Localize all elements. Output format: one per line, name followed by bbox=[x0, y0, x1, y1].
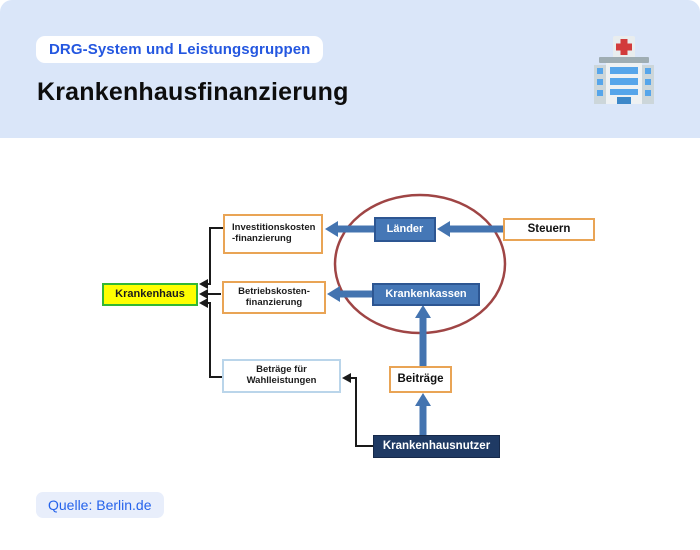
page-title: Krankenhausfinanzierung bbox=[37, 78, 349, 106]
topic-badge: DRG-System und Leistungsgruppen bbox=[36, 36, 324, 63]
hospital-icon bbox=[594, 36, 654, 104]
hospital-window bbox=[610, 78, 638, 85]
arrow-krankenhausnutzer-to-wahlleistungen bbox=[342, 373, 373, 447]
hospital-window bbox=[610, 67, 638, 74]
emphasis-ellipse bbox=[333, 193, 507, 335]
node-krankenhaus: Krankenhaus bbox=[102, 283, 198, 306]
source-badge: Quelle: Berlin.de bbox=[36, 492, 164, 518]
node-krankenhausnutzer: Krankenhausnutzer bbox=[373, 435, 500, 458]
source-label: Quelle: Berlin.de bbox=[48, 497, 152, 513]
slide-header: DRG-System und Leistungsgruppen Krankenh… bbox=[0, 0, 700, 138]
hospital-window bbox=[610, 89, 638, 95]
topic-badge-label: DRG-System und Leistungsgruppen bbox=[49, 41, 311, 58]
node-laender: Länder bbox=[374, 217, 436, 242]
arrow-investitionskosten-to-krankenhaus bbox=[199, 227, 223, 289]
node-betriebskosten: Betriebskosten- finanzierung bbox=[222, 281, 326, 314]
node-investitionskosten: Investitionskosten -finanzierung bbox=[223, 214, 323, 254]
diagram: Krankenhaus Investitionskosten -finanzie… bbox=[0, 138, 700, 498]
arrow-wahlleistungen-to-krankenhaus bbox=[199, 298, 222, 378]
hospital-roof bbox=[599, 57, 649, 63]
diagram-connectors bbox=[199, 193, 507, 447]
node-krankenkassen: Krankenkassen bbox=[372, 283, 480, 306]
node-wahlleistungen: Beträge für Wahlleistungen bbox=[222, 359, 341, 393]
hospital-door bbox=[617, 97, 631, 104]
node-beitraege: Beiträge bbox=[389, 366, 452, 393]
node-steuern: Steuern bbox=[503, 218, 595, 241]
